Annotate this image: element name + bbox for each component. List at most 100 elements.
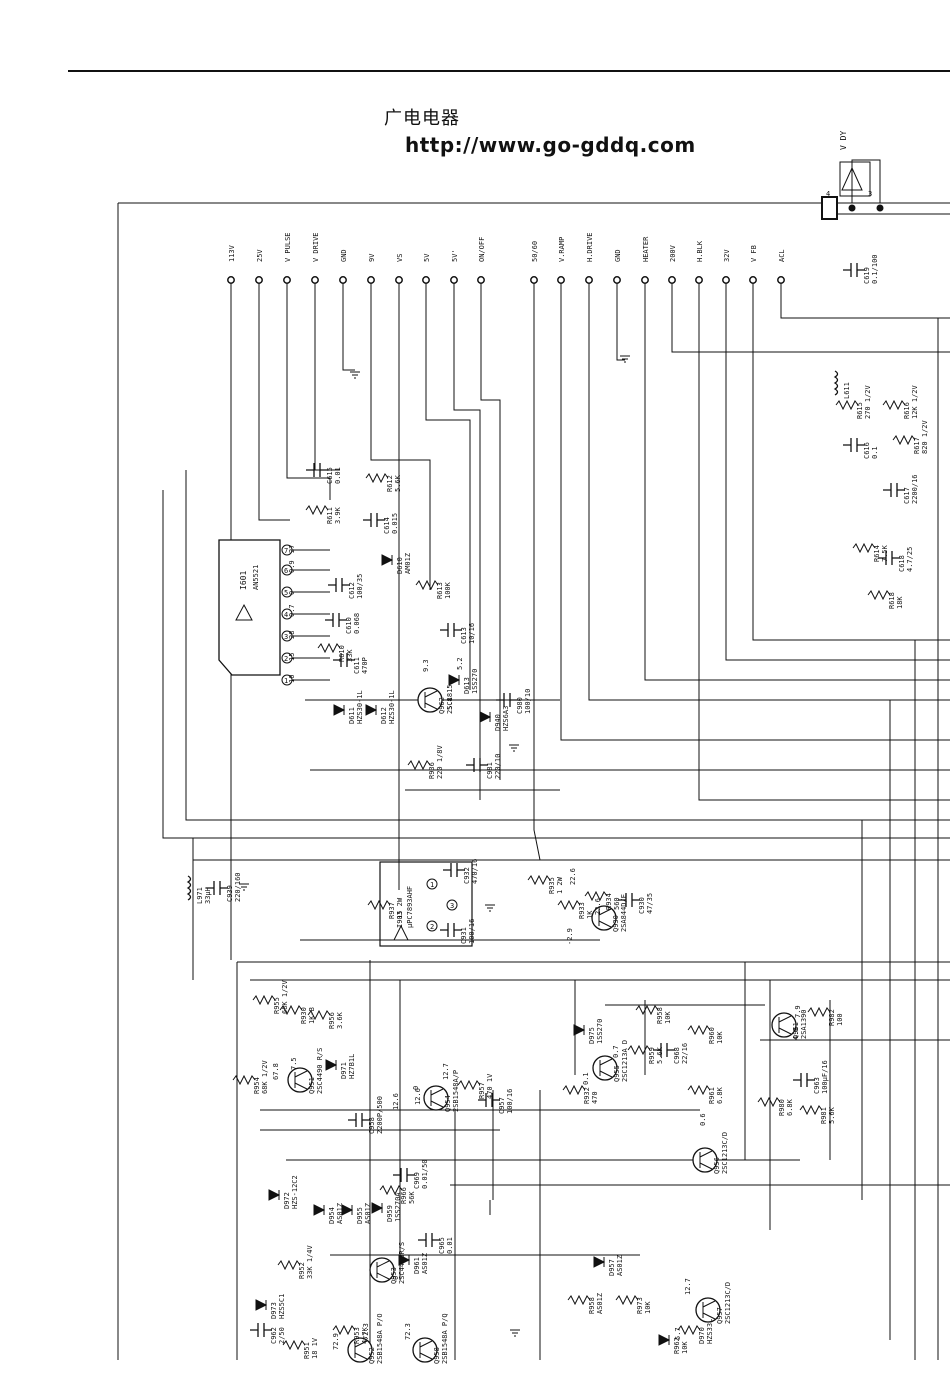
terminal-node [749, 276, 757, 284]
resistor [882, 399, 906, 411]
component-ref: Q958 [433, 1347, 441, 1364]
terminal-label: V.RAMP [558, 237, 566, 262]
component-value: 33K 1/4V [306, 1244, 314, 1279]
component-ref: D971 [340, 1062, 348, 1079]
component-value: 100/16 [468, 919, 476, 944]
resistor [677, 1324, 701, 1336]
component-ref: D959 [386, 1205, 394, 1222]
warning-triangle-icon [841, 166, 863, 191]
transistor-leads [294, 1070, 308, 1090]
component-value: 0.068 [353, 613, 361, 634]
voltage-annotation: 0 [392, 1276, 400, 1280]
component-ref: C619 [863, 267, 871, 284]
component-ref: R957 [478, 1082, 486, 1099]
capacitor [333, 653, 355, 667]
component-ref: C616 [863, 442, 871, 459]
component-value: 5.6K [656, 1046, 664, 1064]
diode [365, 704, 378, 716]
ic-pin-voltage: 0.9 [288, 560, 296, 573]
wire [314, 283, 340, 471]
component-value: 6.8K [716, 1086, 724, 1104]
terminal-node [477, 276, 485, 284]
terminal-label: GND [340, 249, 348, 262]
component-ref: L971 [196, 887, 204, 904]
wire [453, 283, 481, 800]
terminal-node [422, 276, 430, 284]
component-value: 18 1V [311, 1337, 319, 1359]
component-value: HZS30-1L [388, 690, 396, 724]
component-ref: C980 [516, 697, 524, 714]
ic-pin-voltage: 27 [288, 545, 296, 553]
component-value: 1SS270 [471, 669, 479, 694]
terminal-node [695, 276, 703, 284]
component-ref: Q961 [792, 1022, 800, 1039]
transistor-leads [599, 1058, 613, 1078]
component-ref: Q956 [713, 1157, 721, 1174]
component-ref: R930 [300, 1007, 308, 1024]
component-ref: Q955 [613, 1065, 621, 1082]
ground-icon [239, 883, 249, 891]
component-ref: C981 [486, 762, 494, 779]
site-url[interactable]: http://www.go-gddq.com [405, 133, 696, 157]
npn-transistor [692, 1147, 718, 1173]
component-value: 100/16 [506, 1089, 514, 1114]
pnp-transistor [423, 1085, 449, 1111]
pnp-transistor [591, 905, 617, 931]
capacitor [206, 881, 228, 895]
voltage-annotation: 7.9 [794, 1005, 802, 1018]
voltage-annotation: 9.3 [422, 659, 430, 672]
diode [341, 1204, 354, 1216]
ic2-pin [426, 920, 438, 932]
npn-transistor [369, 1257, 395, 1283]
component-ref: R617 [913, 437, 921, 454]
resistor [584, 890, 608, 902]
resistor [567, 1294, 591, 1306]
component-value: 33µH [204, 887, 212, 904]
wire [342, 283, 355, 371]
terminal-node [613, 276, 621, 284]
terminal-node [283, 276, 291, 284]
ic2-pin-number: 2 [430, 923, 434, 931]
ic-pin [281, 652, 293, 664]
terminal-label: V FB [750, 245, 758, 262]
ground-icon [509, 744, 519, 752]
diode [381, 554, 394, 566]
component-ref: C614 [383, 517, 391, 534]
component-value: 2SC4490 R/S [316, 1048, 324, 1094]
component-value: 2SC1213C/D [724, 1282, 732, 1324]
terminal-node [557, 276, 565, 284]
npn-transistor [287, 1067, 313, 1093]
component-value: AS01Z [364, 1203, 372, 1224]
capacitor [440, 623, 462, 637]
component-value: 3.6K [336, 1011, 344, 1029]
terminal-label: 200V [669, 244, 677, 262]
diode [268, 1189, 281, 1201]
wire [480, 283, 501, 780]
component-value: 470/16 [471, 859, 479, 884]
component-value: 2SC4490R/S [398, 1242, 406, 1284]
component-ref: C965 [438, 1237, 446, 1254]
transistor-leads [778, 1015, 792, 1035]
voltage-annotation: 22.6 [569, 868, 577, 885]
component-ref: C958 [368, 1117, 376, 1134]
wire [671, 283, 950, 353]
component-ref: R612 [386, 475, 394, 492]
ic-pin [281, 630, 293, 642]
component-value: 100 [836, 1013, 844, 1026]
component-value: 47/35 [646, 893, 654, 914]
component-value: 2/50 [278, 1327, 286, 1344]
diode [573, 1024, 586, 1036]
capacitor [363, 513, 385, 527]
component-value: 5.6K [394, 474, 402, 492]
capacitor [496, 693, 518, 707]
voltage-annotation: 12.6 [392, 1093, 400, 1110]
component-ref: D610 [396, 557, 404, 574]
component-value: 820 1/2V [921, 419, 929, 454]
resistor [367, 899, 391, 911]
component-ref: R615 [856, 402, 864, 419]
component-ref: D940 [494, 714, 502, 731]
terminal-label: ON/OFF [478, 237, 486, 262]
ground-icon [510, 1329, 520, 1337]
component-value: 6.8K [786, 1098, 794, 1116]
resistor [332, 1324, 356, 1336]
